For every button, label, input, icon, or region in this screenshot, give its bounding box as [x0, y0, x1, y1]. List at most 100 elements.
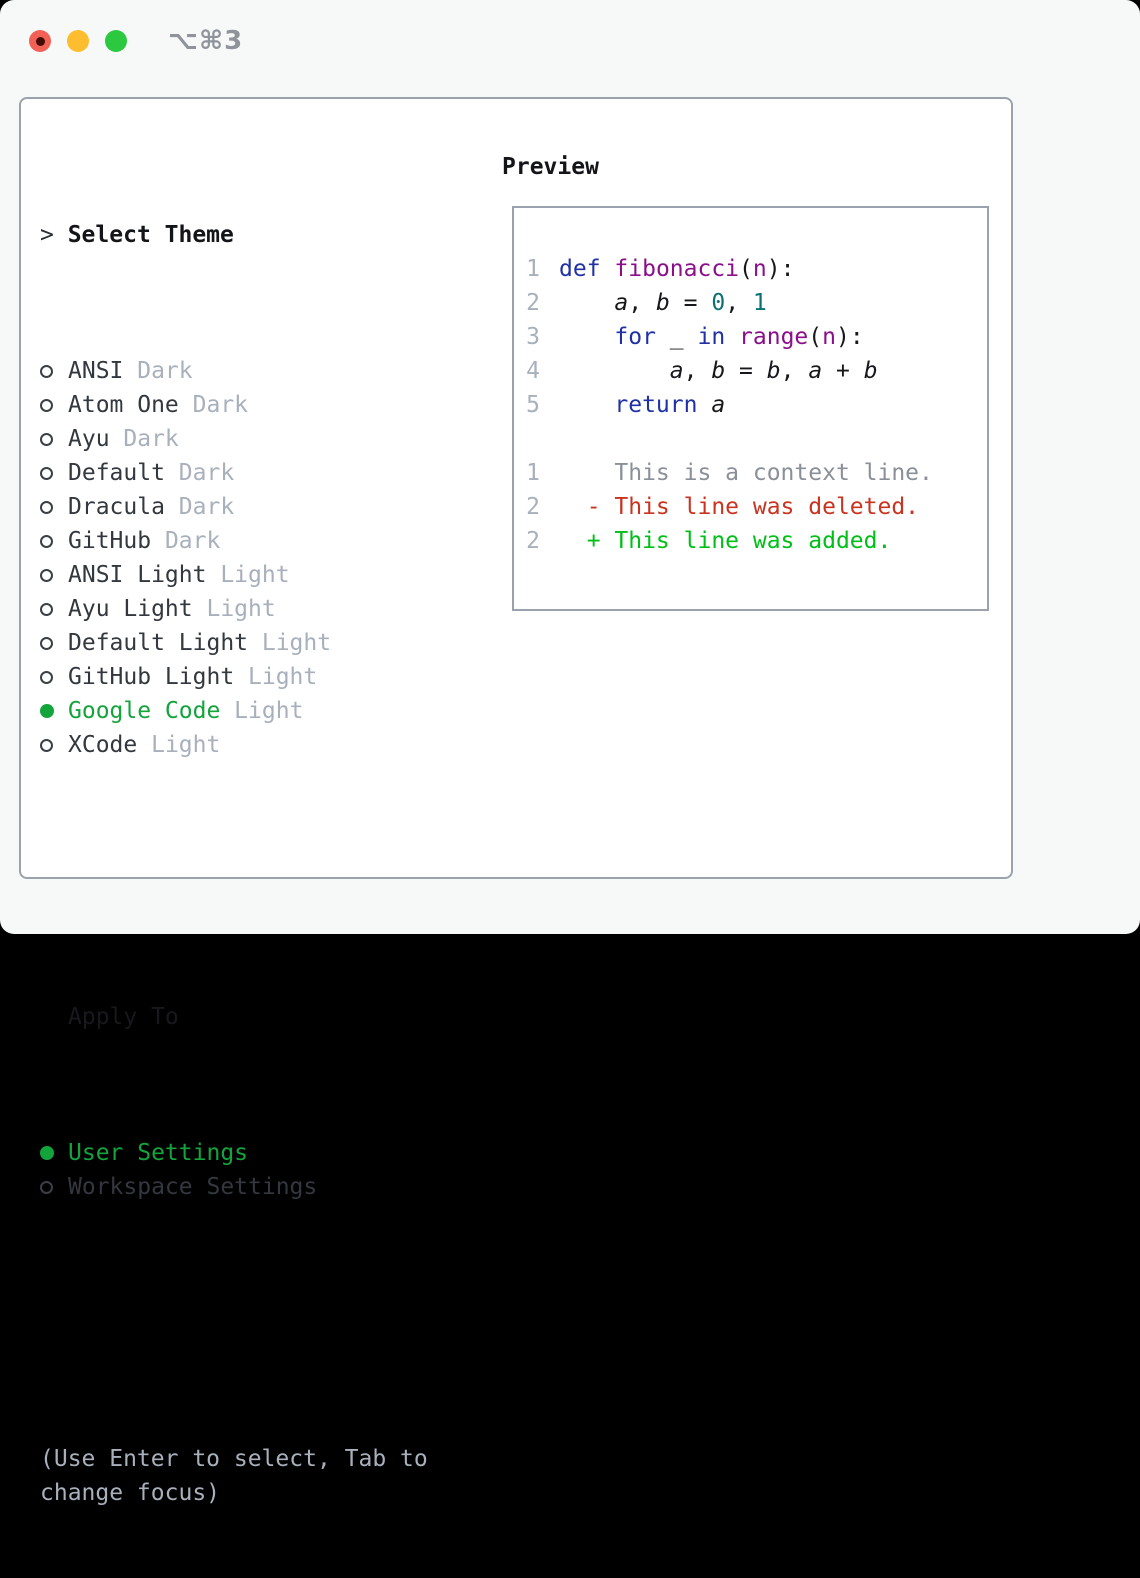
- code-token: a: [711, 392, 726, 418]
- help-line: change focus): [40, 1480, 221, 1506]
- theme-variant: Dark: [123, 358, 193, 384]
- theme-option[interactable]: XCode Light: [40, 728, 428, 762]
- diff-line-deleted: 2 - This line was deleted.: [526, 490, 987, 524]
- code-token: [559, 324, 614, 350]
- option-label: XCode: [68, 732, 138, 758]
- radio-icon: [40, 364, 53, 378]
- minimize-button[interactable]: [67, 30, 89, 52]
- theme-option[interactable]: Ayu Dark: [40, 422, 428, 456]
- option-label: GitHub Light: [68, 664, 235, 690]
- code-token: b: [655, 290, 670, 316]
- code-token: [697, 392, 711, 418]
- option-label: Google Code: [68, 698, 221, 724]
- line-number: 5: [526, 392, 540, 418]
- diff-text: This is a context line.: [559, 460, 933, 486]
- code-token: b: [863, 358, 878, 384]
- window-title: ⌥⌘3: [168, 26, 244, 56]
- theme-option[interactable]: GitHub Light Light: [40, 660, 428, 694]
- diff-preview: 1 This is a context line.2 - This line w…: [526, 456, 987, 558]
- spacer: [526, 422, 987, 456]
- code-token: +: [822, 358, 864, 384]
- radio-icon: [40, 432, 53, 446]
- option-label: GitHub: [68, 528, 152, 554]
- apply-option[interactable]: Workspace Settings: [40, 1170, 428, 1204]
- diff-text: - This line was deleted.: [559, 494, 920, 520]
- theme-option[interactable]: ANSI Light Light: [40, 558, 428, 592]
- code-token: def: [559, 256, 601, 282]
- code-token: =: [669, 290, 712, 316]
- maximize-button[interactable]: [105, 30, 127, 52]
- option-label: Dracula: [68, 494, 165, 520]
- code-token: (: [808, 324, 823, 350]
- code-token: ,: [780, 358, 809, 384]
- radio-icon: [40, 1180, 53, 1194]
- theme-variant: Light: [192, 596, 276, 622]
- code-token: fibonacci: [614, 256, 740, 282]
- radio-icon: [40, 670, 53, 684]
- code-token: 0: [711, 290, 726, 316]
- close-button[interactable]: [29, 30, 51, 52]
- option-label: Default Light: [68, 630, 249, 656]
- option-label: Default: [68, 460, 165, 486]
- theme-variant: Dark: [164, 460, 235, 486]
- code-token: [725, 324, 739, 350]
- line-number: 2: [526, 528, 540, 554]
- theme-option[interactable]: Default Dark: [40, 456, 428, 490]
- code-token: n: [752, 256, 767, 282]
- option-label: Workspace Settings: [68, 1174, 318, 1200]
- theme-option[interactable]: Ayu Light Light: [40, 592, 428, 626]
- line-number: 1: [526, 256, 540, 282]
- diff-text: + This line was added.: [559, 528, 892, 554]
- line-number: 4: [526, 358, 540, 384]
- theme-variant: Light: [220, 698, 304, 724]
- line-number: 1: [526, 460, 540, 486]
- radio-icon: [40, 466, 53, 480]
- diff-line-context: 1 This is a context line.: [526, 456, 987, 490]
- select-theme-header: > Select Theme: [40, 218, 428, 252]
- theme-option[interactable]: Default Light Light: [40, 626, 428, 660]
- theme-option[interactable]: Google Code Light: [40, 694, 428, 728]
- code-token: b: [766, 358, 781, 384]
- theme-option[interactable]: Atom One Dark: [40, 388, 428, 422]
- code-token: [559, 290, 614, 316]
- theme-variant: Dark: [178, 392, 249, 418]
- theme-option[interactable]: GitHub Dark: [40, 524, 428, 558]
- code-token: [559, 392, 614, 418]
- radio-icon: [40, 602, 53, 616]
- diff-line-added: 2 + This line was added.: [526, 524, 987, 558]
- code-token: ,: [725, 290, 753, 316]
- titlebar: ⌥⌘3: [29, 26, 243, 56]
- theme-variant: Light: [248, 630, 332, 656]
- apply-option[interactable]: User Settings: [40, 1136, 428, 1170]
- code-token: =: [725, 358, 767, 384]
- code-token: ,: [628, 290, 656, 316]
- theme-option[interactable]: ANSI Dark: [40, 354, 428, 388]
- code-line: 2 a, b = 0, 1: [526, 286, 987, 320]
- code-token: n: [822, 324, 837, 350]
- code-token: [559, 358, 670, 384]
- code-token: ,: [683, 358, 712, 384]
- line-number: 2: [526, 290, 540, 316]
- radio-selected-icon: [40, 704, 54, 718]
- code-token: range: [739, 324, 809, 350]
- preview-title: Preview: [502, 154, 599, 180]
- theme-variant: Dark: [151, 528, 221, 554]
- close-dot-icon: [35, 36, 45, 46]
- spacer: [40, 864, 428, 898]
- code-token: return: [614, 392, 698, 418]
- theme-option[interactable]: Dracula Dark: [40, 490, 428, 524]
- code-token: a: [808, 358, 823, 384]
- line-number: 2: [526, 494, 540, 520]
- radio-icon: [40, 398, 53, 412]
- code-token: for: [614, 324, 656, 350]
- option-label: ANSI: [68, 358, 124, 384]
- code-token: (: [739, 256, 753, 282]
- code-token: b: [711, 358, 726, 384]
- cursor-prefix: >: [40, 222, 68, 248]
- theme-variant: Light: [206, 562, 290, 588]
